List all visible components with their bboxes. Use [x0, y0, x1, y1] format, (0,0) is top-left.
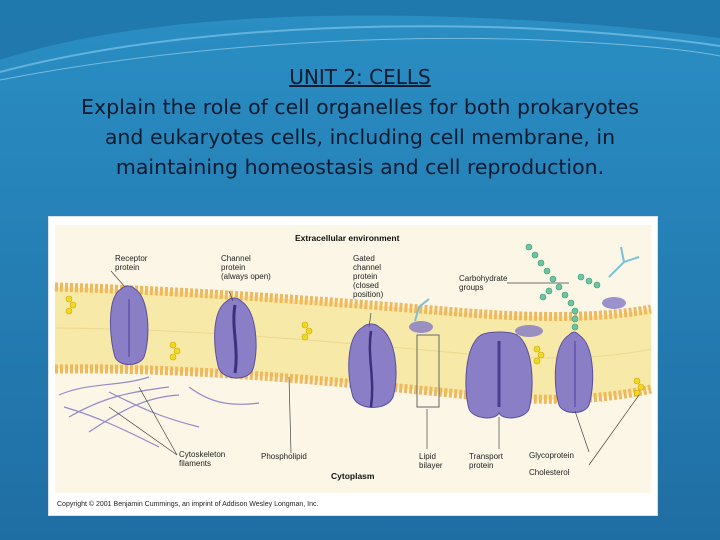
header-swoosh-decoration [0, 0, 720, 81]
slide-title-block: UNIT 2: CELLS Explain the role of cell o… [0, 62, 720, 182]
label-gated-channel-1: Gated [353, 254, 375, 263]
cell-membrane-diagram: Extracellular environment Cytoplasm Rece… [48, 216, 658, 516]
slide-title: UNIT 2: CELLS [289, 65, 431, 89]
carbohydrate-branch-light [414, 246, 640, 322]
label-lipid-bilayer-2: bilayer [419, 461, 443, 470]
cytoskeleton-filaments [58, 376, 260, 448]
label-extracellular-environment: Extracellular environment [295, 233, 400, 243]
figure-copyright: Copyright © 2001 Benjamin Cummings, an i… [57, 500, 318, 508]
label-cholesterol: Cholesterol [529, 468, 570, 477]
gated-channel-protein [348, 323, 397, 408]
carbohydrate-groups [525, 243, 601, 331]
label-phospholipid: Phospholipid [261, 452, 307, 461]
label-channel-protein-3: (always open) [221, 272, 271, 281]
cholesterol-molecules [65, 295, 645, 397]
transport-protein [465, 331, 533, 419]
label-transport-protein-1: Transport [469, 452, 504, 461]
channel-protein [214, 297, 257, 379]
label-channel-protein-2: protein [221, 263, 245, 272]
label-receptor-protein-1: Receptor [115, 254, 148, 263]
label-glycoprotein: Glycoprotein [529, 451, 574, 460]
label-cytoskeleton-1: Cytoskeleton [179, 450, 225, 459]
receptor-protein [109, 285, 149, 365]
glycoprotein [554, 331, 594, 413]
label-gated-channel-5: position) [353, 290, 384, 299]
label-gated-channel-2: channel [353, 263, 381, 272]
label-transport-protein-2: protein [469, 461, 493, 470]
label-cytoskeleton-2: filaments [179, 459, 211, 468]
label-lipid-bilayer-1: Lipid [419, 452, 436, 461]
slide-description-line-3: maintaining homeostasis and cell reprodu… [115, 155, 605, 179]
label-carbohydrate-2: groups [459, 283, 483, 292]
label-cytoplasm: Cytoplasm [331, 471, 375, 481]
label-carbohydrate-1: Carbohydrate [459, 274, 508, 283]
label-gated-channel-3: protein [353, 272, 377, 281]
label-gated-channel-4: (closed [353, 281, 379, 290]
label-receptor-protein-2: protein [115, 263, 139, 272]
label-channel-protein-1: Channel [221, 254, 251, 263]
slide-description-line-1: Explain the role of cell organelles for … [81, 95, 639, 119]
slide-description-line-2: and eukaryotes cells, including cell mem… [104, 125, 616, 149]
